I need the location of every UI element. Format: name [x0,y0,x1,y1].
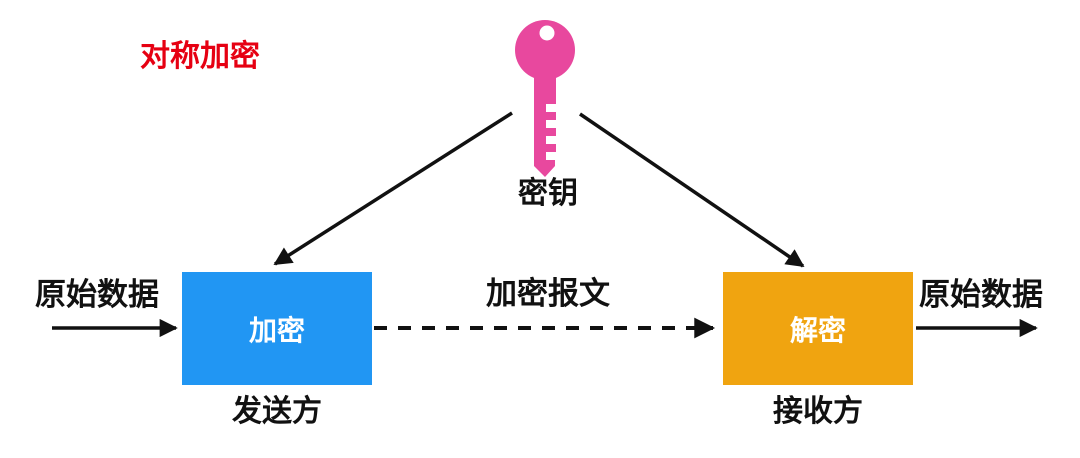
receiver-role-label: 接收方 [773,395,863,428]
sender-role-label: 发送方 [232,395,322,428]
key-to-decrypt-arrow [579,112,805,268]
encrypt-box: 加密 [182,272,372,385]
ciphertext-label: 加密报文 [486,276,610,311]
key-label: 密钥 [518,177,578,210]
key-to-encrypt-arrow [273,111,513,266]
plaintext-output-label: 原始数据 [919,277,1043,312]
plaintext-input-label: 原始数据 [35,277,159,312]
decrypt-box-label: 解密 [789,314,846,346]
key-icon [515,20,575,177]
diagram-title: 对称加密 [140,40,260,73]
encrypt-box-label: 加密 [248,314,305,346]
decrypt-box: 解密 [723,272,913,385]
